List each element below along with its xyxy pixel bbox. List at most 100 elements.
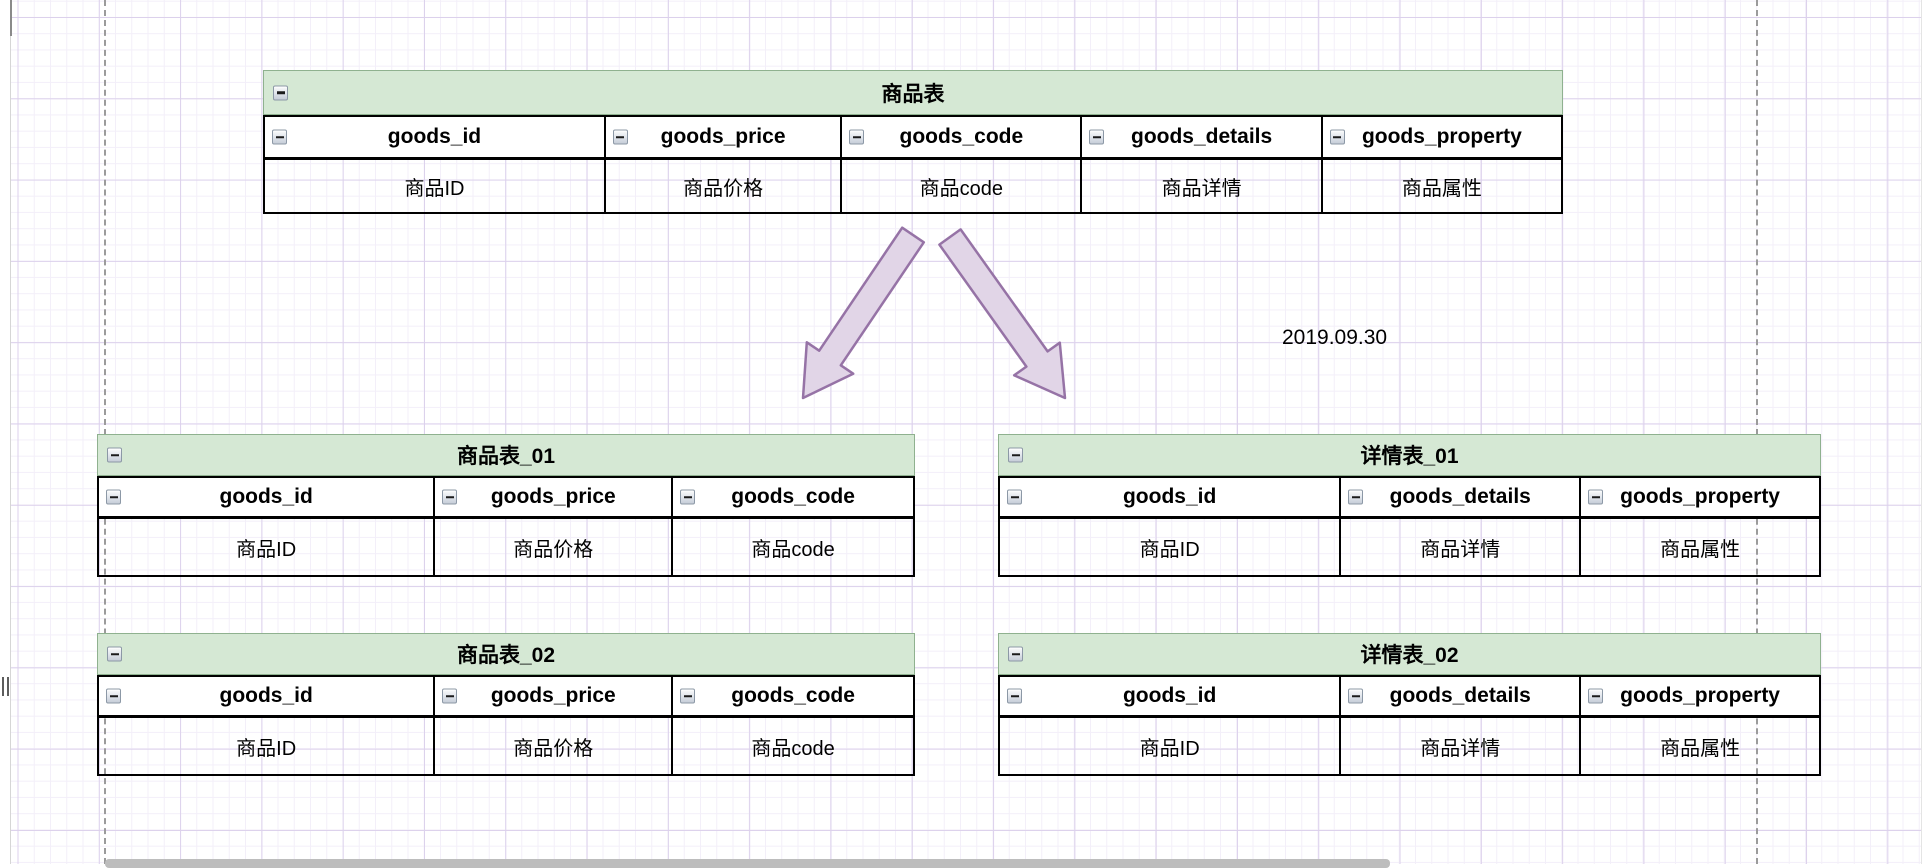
column-label: 商品code: [751, 538, 835, 561]
column-name: goods_property: [1361, 125, 1522, 148]
column-label: 商品code: [919, 177, 1004, 200]
column-name: goods_code: [731, 485, 855, 508]
table-title: 商品表_01: [456, 445, 556, 468]
table-title: 商品表_02: [456, 644, 556, 667]
column-label: 商品ID: [404, 177, 465, 200]
column-header-cell[interactable]: goods_property: [1320, 117, 1561, 157]
table-title-row[interactable]: 商品表_02: [97, 633, 915, 675]
column-value-cell[interactable]: 商品code: [671, 718, 913, 774]
column-name: goods_id: [1122, 684, 1217, 707]
table-goods-master[interactable]: 商品表 goods_id goods_price goods_code good…: [263, 70, 1563, 214]
table-title-row[interactable]: 详情表_02: [998, 633, 1821, 675]
table-details-01[interactable]: 详情表_01 goods_id goods_details goods_prop…: [998, 434, 1821, 577]
collapse-minus-icon[interactable]: [1588, 688, 1604, 704]
table-details-02[interactable]: 详情表_02 goods_id goods_details goods_prop…: [998, 633, 1821, 776]
table-title-row[interactable]: 商品表_01: [97, 434, 915, 476]
column-value-cell[interactable]: 商品价格: [433, 718, 671, 774]
page-guide-vertical-left: [104, 0, 106, 864]
table-title-row[interactable]: 详情表_01: [998, 434, 1821, 476]
collapse-minus-icon[interactable]: [680, 489, 696, 505]
date-annotation: 2019.09.30: [1282, 326, 1388, 349]
collapse-minus-icon[interactable]: [272, 129, 287, 145]
collapse-minus-icon[interactable]: [106, 688, 121, 704]
column-label: 商品详情: [1420, 737, 1501, 760]
column-header-cell[interactable]: goods_id: [265, 117, 604, 157]
collapse-minus-icon[interactable]: [1089, 129, 1105, 145]
collapse-minus-icon[interactable]: [107, 646, 122, 662]
column-value-cell[interactable]: 商品ID: [99, 718, 433, 774]
collapse-minus-icon[interactable]: [1007, 489, 1022, 505]
column-label: 商品属性: [1660, 538, 1741, 561]
split-arrow-left[interactable]: [801, 226, 926, 400]
column-value-cell[interactable]: 商品ID: [265, 160, 604, 212]
column-name: goods_property: [1620, 485, 1780, 508]
column-name: goods_id: [1122, 485, 1217, 508]
column-header-cell[interactable]: goods_details: [1339, 677, 1579, 715]
column-value-cell[interactable]: 商品价格: [433, 519, 671, 575]
column-name: goods_price: [490, 485, 616, 508]
collapse-minus-icon[interactable]: [1329, 129, 1345, 145]
column-value-cell[interactable]: 商品详情: [1339, 519, 1579, 575]
column-label: 商品属性: [1660, 737, 1741, 760]
column-header-cell[interactable]: goods_id: [1000, 478, 1339, 516]
column-value-cell[interactable]: 商品ID: [99, 519, 433, 575]
column-header-cell[interactable]: goods_price: [433, 677, 671, 715]
collapse-minus-icon[interactable]: [612, 129, 628, 145]
column-name: goods_id: [219, 684, 313, 707]
column-header-cell[interactable]: goods_code: [671, 677, 913, 715]
table-title-row[interactable]: 商品表: [263, 70, 1563, 115]
collapse-minus-icon[interactable]: [1008, 646, 1023, 662]
column-label: 商品价格: [683, 177, 764, 200]
column-name: goods_details: [1131, 125, 1273, 148]
column-header-cell[interactable]: goods_code: [840, 117, 1080, 157]
column-value-cell[interactable]: 商品code: [840, 160, 1080, 212]
column-header-cell[interactable]: goods_id: [99, 677, 433, 715]
collapse-minus-icon[interactable]: [680, 688, 696, 704]
collapse-minus-icon[interactable]: [1007, 688, 1022, 704]
column-name: goods_details: [1389, 684, 1531, 707]
collapse-minus-icon[interactable]: [107, 447, 122, 463]
column-value-cell[interactable]: 商品详情: [1080, 160, 1320, 212]
collapse-minus-icon[interactable]: [106, 489, 121, 505]
table-goods-01[interactable]: 商品表_01 goods_id goods_price goods_code 商…: [97, 434, 915, 577]
column-value-cell[interactable]: 商品code: [671, 519, 913, 575]
column-header-cell[interactable]: goods_price: [603, 117, 840, 157]
table-goods-02[interactable]: 商品表_02 goods_id goods_price goods_code 商…: [97, 633, 915, 776]
collapse-minus-icon[interactable]: [442, 489, 458, 505]
split-arrow-right[interactable]: [938, 228, 1067, 400]
column-value-cell[interactable]: 商品ID: [1000, 519, 1339, 575]
table-title: 商品表: [881, 82, 945, 106]
column-header-cell[interactable]: goods_code: [671, 478, 913, 516]
column-header-cell[interactable]: goods_property: [1579, 677, 1819, 715]
collapse-minus-icon[interactable]: [273, 85, 288, 100]
collapse-minus-icon[interactable]: [442, 688, 458, 704]
collapse-minus-icon[interactable]: [1348, 688, 1364, 704]
column-header-cell[interactable]: goods_property: [1579, 478, 1819, 516]
column-value-cell[interactable]: 商品属性: [1320, 160, 1561, 212]
column-header-cell[interactable]: goods_id: [1000, 677, 1339, 715]
column-header-cell[interactable]: goods_price: [433, 478, 671, 516]
table-title: 详情表_02: [1360, 644, 1459, 667]
column-value-cell[interactable]: 商品价格: [603, 160, 840, 212]
canvas-left-edge-top: [9, 0, 12, 36]
collapse-minus-icon[interactable]: [1588, 489, 1604, 505]
column-name: goods_code: [731, 684, 855, 707]
collapse-minus-icon[interactable]: [1008, 447, 1023, 463]
collapse-minus-icon[interactable]: [1348, 489, 1364, 505]
column-value-cell[interactable]: 商品属性: [1579, 718, 1819, 774]
column-name: goods_code: [899, 125, 1024, 148]
column-header-cell[interactable]: goods_id: [99, 478, 433, 516]
column-header-cell[interactable]: goods_details: [1080, 117, 1320, 157]
column-value-cell[interactable]: 商品详情: [1339, 718, 1579, 774]
column-header-cell[interactable]: goods_details: [1339, 478, 1579, 516]
column-value-cell[interactable]: 商品属性: [1579, 519, 1819, 575]
page-guide-vertical-right: [1756, 0, 1758, 864]
column-name: goods_property: [1620, 684, 1780, 707]
column-value-cell[interactable]: 商品ID: [1000, 718, 1339, 774]
table-title: 详情表_01: [1360, 445, 1459, 468]
collapse-minus-icon[interactable]: [849, 129, 865, 145]
column-name: goods_price: [490, 684, 616, 707]
column-name: goods_id: [219, 485, 313, 508]
column-label: 商品详情: [1420, 538, 1501, 561]
column-label: 商品ID: [1139, 737, 1200, 760]
